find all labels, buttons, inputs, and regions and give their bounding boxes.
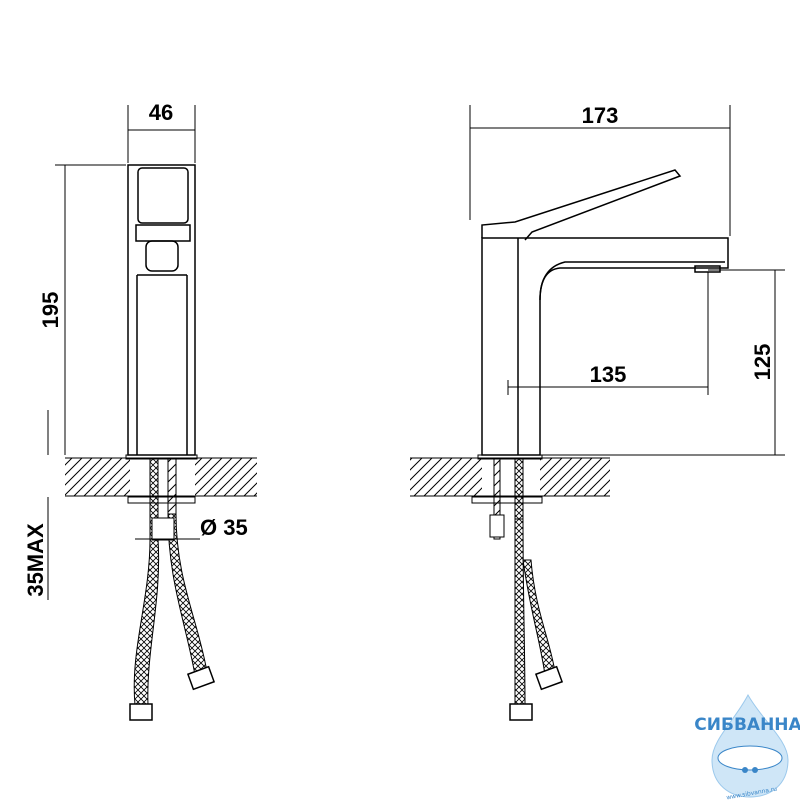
hose-nut	[129, 703, 153, 721]
aerator-front	[145, 240, 179, 272]
front-view	[127, 164, 196, 456]
side-dimensions	[469, 105, 785, 456]
mounting-nut	[151, 517, 175, 541]
dim-width-46: 46	[149, 100, 173, 125]
lever-base-front	[135, 224, 191, 242]
dim-height-195: 195	[38, 292, 63, 329]
lever-side	[481, 169, 682, 241]
hose-nut	[534, 665, 564, 691]
dim-mount-max: 35MAX	[23, 523, 48, 597]
countertop-front	[65, 454, 257, 721]
aerator-side	[694, 265, 721, 273]
sibvanna-logo: СИБВАННА www.sibvanna.ru	[694, 693, 800, 800]
countertop-side	[410, 454, 610, 721]
hose-nut	[186, 665, 216, 691]
faucet-body-side	[481, 237, 729, 456]
dim-reach-135: 135	[590, 362, 627, 387]
dim-hole-diameter: Ø 35	[200, 515, 248, 540]
hose-nut	[509, 703, 533, 721]
lever-front	[137, 167, 189, 224]
logo-name: СИБВАННА	[694, 715, 800, 735]
dim-length-173: 173	[582, 103, 619, 128]
dim-height-125: 125	[750, 344, 775, 381]
mounting-nut	[489, 514, 505, 538]
front-dimensions	[47, 105, 200, 600]
side-view	[481, 169, 729, 456]
